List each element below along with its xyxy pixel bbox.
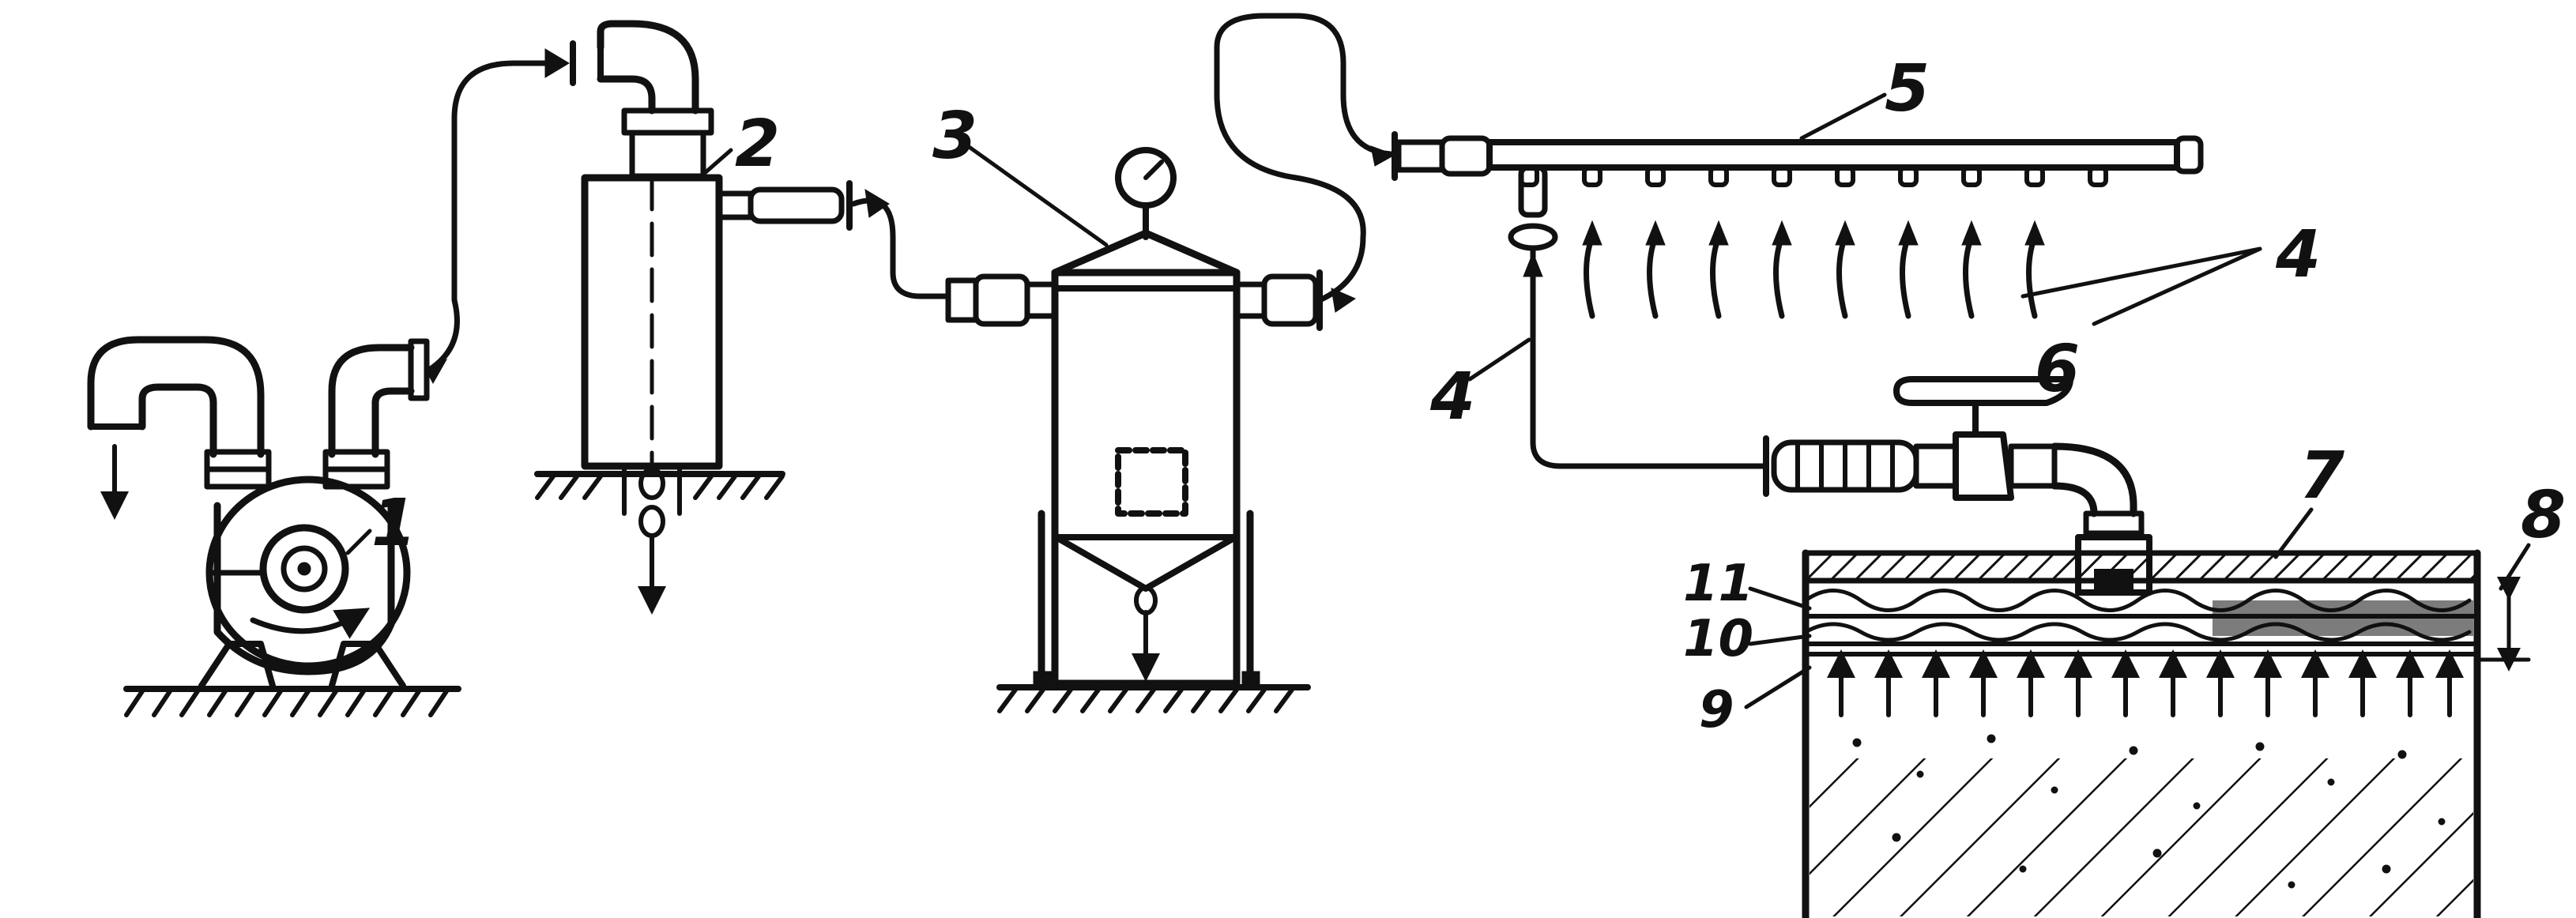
vacuum-mat-icon bbox=[1802, 534, 2531, 918]
callout-9: 9 bbox=[1699, 681, 1734, 739]
vacuum-pump-icon bbox=[87, 336, 461, 717]
callout-8: 8 bbox=[2521, 478, 2566, 553]
callout-1: 1 bbox=[371, 486, 416, 561]
shutoff-valve-icon bbox=[1763, 376, 2145, 536]
suction-hose bbox=[424, 60, 556, 374]
callout-11: 11 bbox=[1683, 555, 1753, 613]
callout-3: 3 bbox=[932, 99, 977, 174]
callout-4-right: 4 bbox=[2275, 217, 2321, 292]
callout-4-left: 4 bbox=[1429, 359, 1475, 435]
suction-manifold-icon bbox=[1392, 131, 2204, 469]
callout-6: 6 bbox=[2035, 332, 2080, 407]
callout-5: 5 bbox=[1885, 51, 1930, 126]
callout-2: 2 bbox=[735, 107, 780, 182]
filter-tank-icon bbox=[945, 147, 1323, 713]
callout-10: 10 bbox=[1683, 610, 1753, 668]
water-separator-icon bbox=[534, 20, 853, 615]
vacuum-hose-1 bbox=[850, 198, 951, 299]
callout-7: 7 bbox=[2299, 438, 2344, 514]
vacuum-hose-2 bbox=[1214, 13, 1394, 303]
